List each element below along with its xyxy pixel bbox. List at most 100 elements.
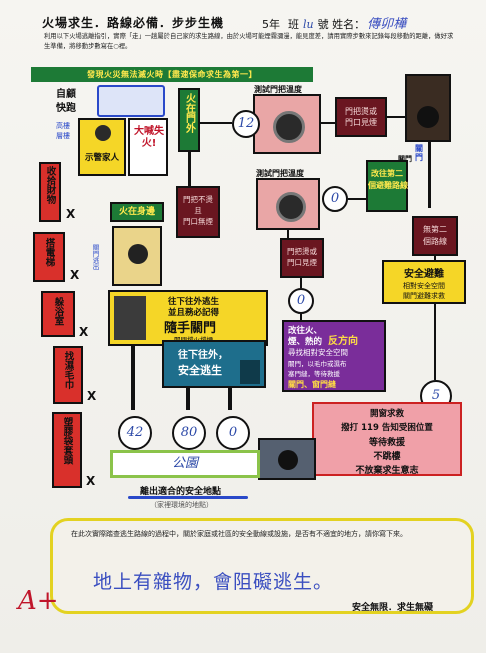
window-photo [258,438,316,480]
stack-item-label: 搭電梯 [43,238,55,267]
go-side-label: 關門逃出 [91,244,99,270]
touch-knob-label: 測試門把溫度 [254,85,302,94]
class-label: 班 [288,18,299,31]
cross-mark: X [70,268,80,282]
step-circle: 80 [172,416,206,450]
down-out-line: 往下往外， [178,350,228,361]
connector-line [348,198,366,200]
touch-knob-label: 測試門把溫度 [256,169,304,178]
door-knob-icon [276,192,306,222]
window-help-line: 不跳樓 [373,452,401,462]
warn-family-box: 示警家人 [78,118,126,176]
knob-hot-label: 門把燙或 門口見煙 [345,107,377,127]
window-help-box: 開窗求救 撥打 119 告知受困位置 等待救援 不跳樓 不放棄求生意志 [312,402,462,476]
stack-item-label: 躲浴室 [52,297,64,326]
step-count: 0 [228,425,238,440]
connector-line [228,388,232,410]
knob-not-hot-label: 門把不燙 且 門口無煙 [183,195,213,226]
alt-route-label: 改往第二 個避難路線 [368,169,408,190]
cross-mark: X [86,474,96,488]
connector-line [321,122,335,124]
alt-route-box: 改往第二 個避難路線 [366,160,408,212]
down-out-line: 安全逃生 [178,364,222,377]
window-help-line: 等待救援 [368,438,405,448]
connector-line [428,142,431,208]
number-name-label: 號 姓名： [317,18,366,31]
connector-line [186,388,190,410]
warn-family-label: 示警家人 [84,153,119,163]
go-safe-place: 離出適合的安全地點 [140,487,222,497]
door-knob-icon [273,111,305,143]
grade-mark: A+ [18,586,59,616]
step-circle: 0 [216,416,250,450]
cross-mark: X [66,207,76,221]
reverse-line: 關門，以毛巾或濕布 [288,360,347,368]
door-closed-label: 關 門 [415,144,423,162]
connector-line [300,278,302,288]
step-count: 0 [296,293,306,308]
connector-line [287,230,289,238]
park-box: 公園 [110,450,260,478]
window-help-line: 撥打 119 告知受困位置 [341,423,433,433]
safe-refuge-line: 相對安全空間 [403,282,445,290]
cross-mark: X [79,325,89,339]
reverse-line: 煙、熱的 [288,337,323,347]
connector-line [387,116,405,118]
reflection-question: 在此次實際踏查逃生路線的過程中，關於家庭或社區的安全動線或設施，是否有不適宜的地… [71,530,407,538]
self-save-label: 自顧 [56,89,76,100]
underline-mark [128,496,248,499]
person-icon [128,244,148,264]
connector-line [300,314,302,320]
top-banner: 發現火災無法滅火時【盡速保命求生為第一】 [31,67,313,82]
stoop-exit-line: 往下往外逃生 [168,297,220,307]
fire-beside-label: 火在身邊 [118,207,155,217]
connector-line [188,150,191,186]
reverse-line: 改往火、 [288,326,323,336]
stack-item-bag: 塑膠袋套頭 [52,412,82,488]
knob-hot-box: 門把燙或 門口見煙 [280,238,324,278]
step-count: 5 [431,388,441,403]
person-icon [278,450,298,470]
step-circle: 42 [118,416,152,450]
runner-photo [114,296,146,340]
shout-fire-label: 大喊失火! [134,126,164,149]
side-note: 高樓 層樓 [56,122,70,140]
knob-not-hot-box: 門把不燙 且 門口無煙 [176,186,220,238]
window-help-line: 不放棄求生意志 [355,466,419,476]
runner-icon [240,360,260,384]
reverse-direction-box: 改往火、 煙、熱的 反方向 尋找相對安全空間 關門，以毛巾或濕布 塞門縫，等待救… [282,320,386,392]
stack-item-bathroom: 躲浴室 [41,291,75,337]
student-number: lu [303,18,314,31]
step-count: 0 [330,191,340,206]
safe-refuge-line: 關門避難求救 [403,292,445,300]
stack-item-valuables: 收拾財物 [39,162,61,222]
step-circle: 0 [322,186,348,212]
fire-beside-photo [112,226,162,286]
door-label: 關門 [398,155,412,163]
stoop-exit-line: 隨手關門 [164,321,217,336]
cross-mark: X [87,389,97,403]
knob-hot-label: 門把燙或 門口見煙 [287,247,317,267]
step-circle: 0 [288,288,314,314]
fire-at-door-label: 火在門外 [183,93,195,133]
reflection-box: 在此次實際踏查逃生路線的過程中，關於家庭或社區的安全動線或設施，是否有不適宜的地… [50,518,474,614]
reverse-line: 關門、窗門縫 [288,380,336,389]
person-icon [95,125,111,141]
reverse-line: 塞門縫，等待救援 [288,370,340,378]
reflection-answer: 地上有雜物，會阻礙逃生。 [93,571,334,593]
door-photo [405,74,451,142]
intro-paragraph: 利用以下火場逃離指引，實際「走」一趟屬於自己家的求生路線，由於火場可能煙霧瀰漫，… [44,33,454,50]
safe-refuge-box: 安全避難 相對安全空間 關門避難求救 [382,260,466,304]
stack-item-label: 塑膠袋套頭 [61,417,73,465]
step-count: 42 [126,425,144,440]
connector-line [434,304,436,380]
name-sticker [97,85,165,117]
shout-fire-box: 大喊失火! [128,118,168,176]
grade-label: 5年 [262,18,280,31]
no-second-route-label: 無第二 個路線 [423,225,447,246]
no-second-route-box: 無第二 個路線 [412,216,458,256]
person-icon [417,106,439,128]
connector-line [200,122,232,124]
student-name: 傳卯樺 [367,17,407,32]
reverse-line: 尋找相對安全空間 [288,348,348,357]
